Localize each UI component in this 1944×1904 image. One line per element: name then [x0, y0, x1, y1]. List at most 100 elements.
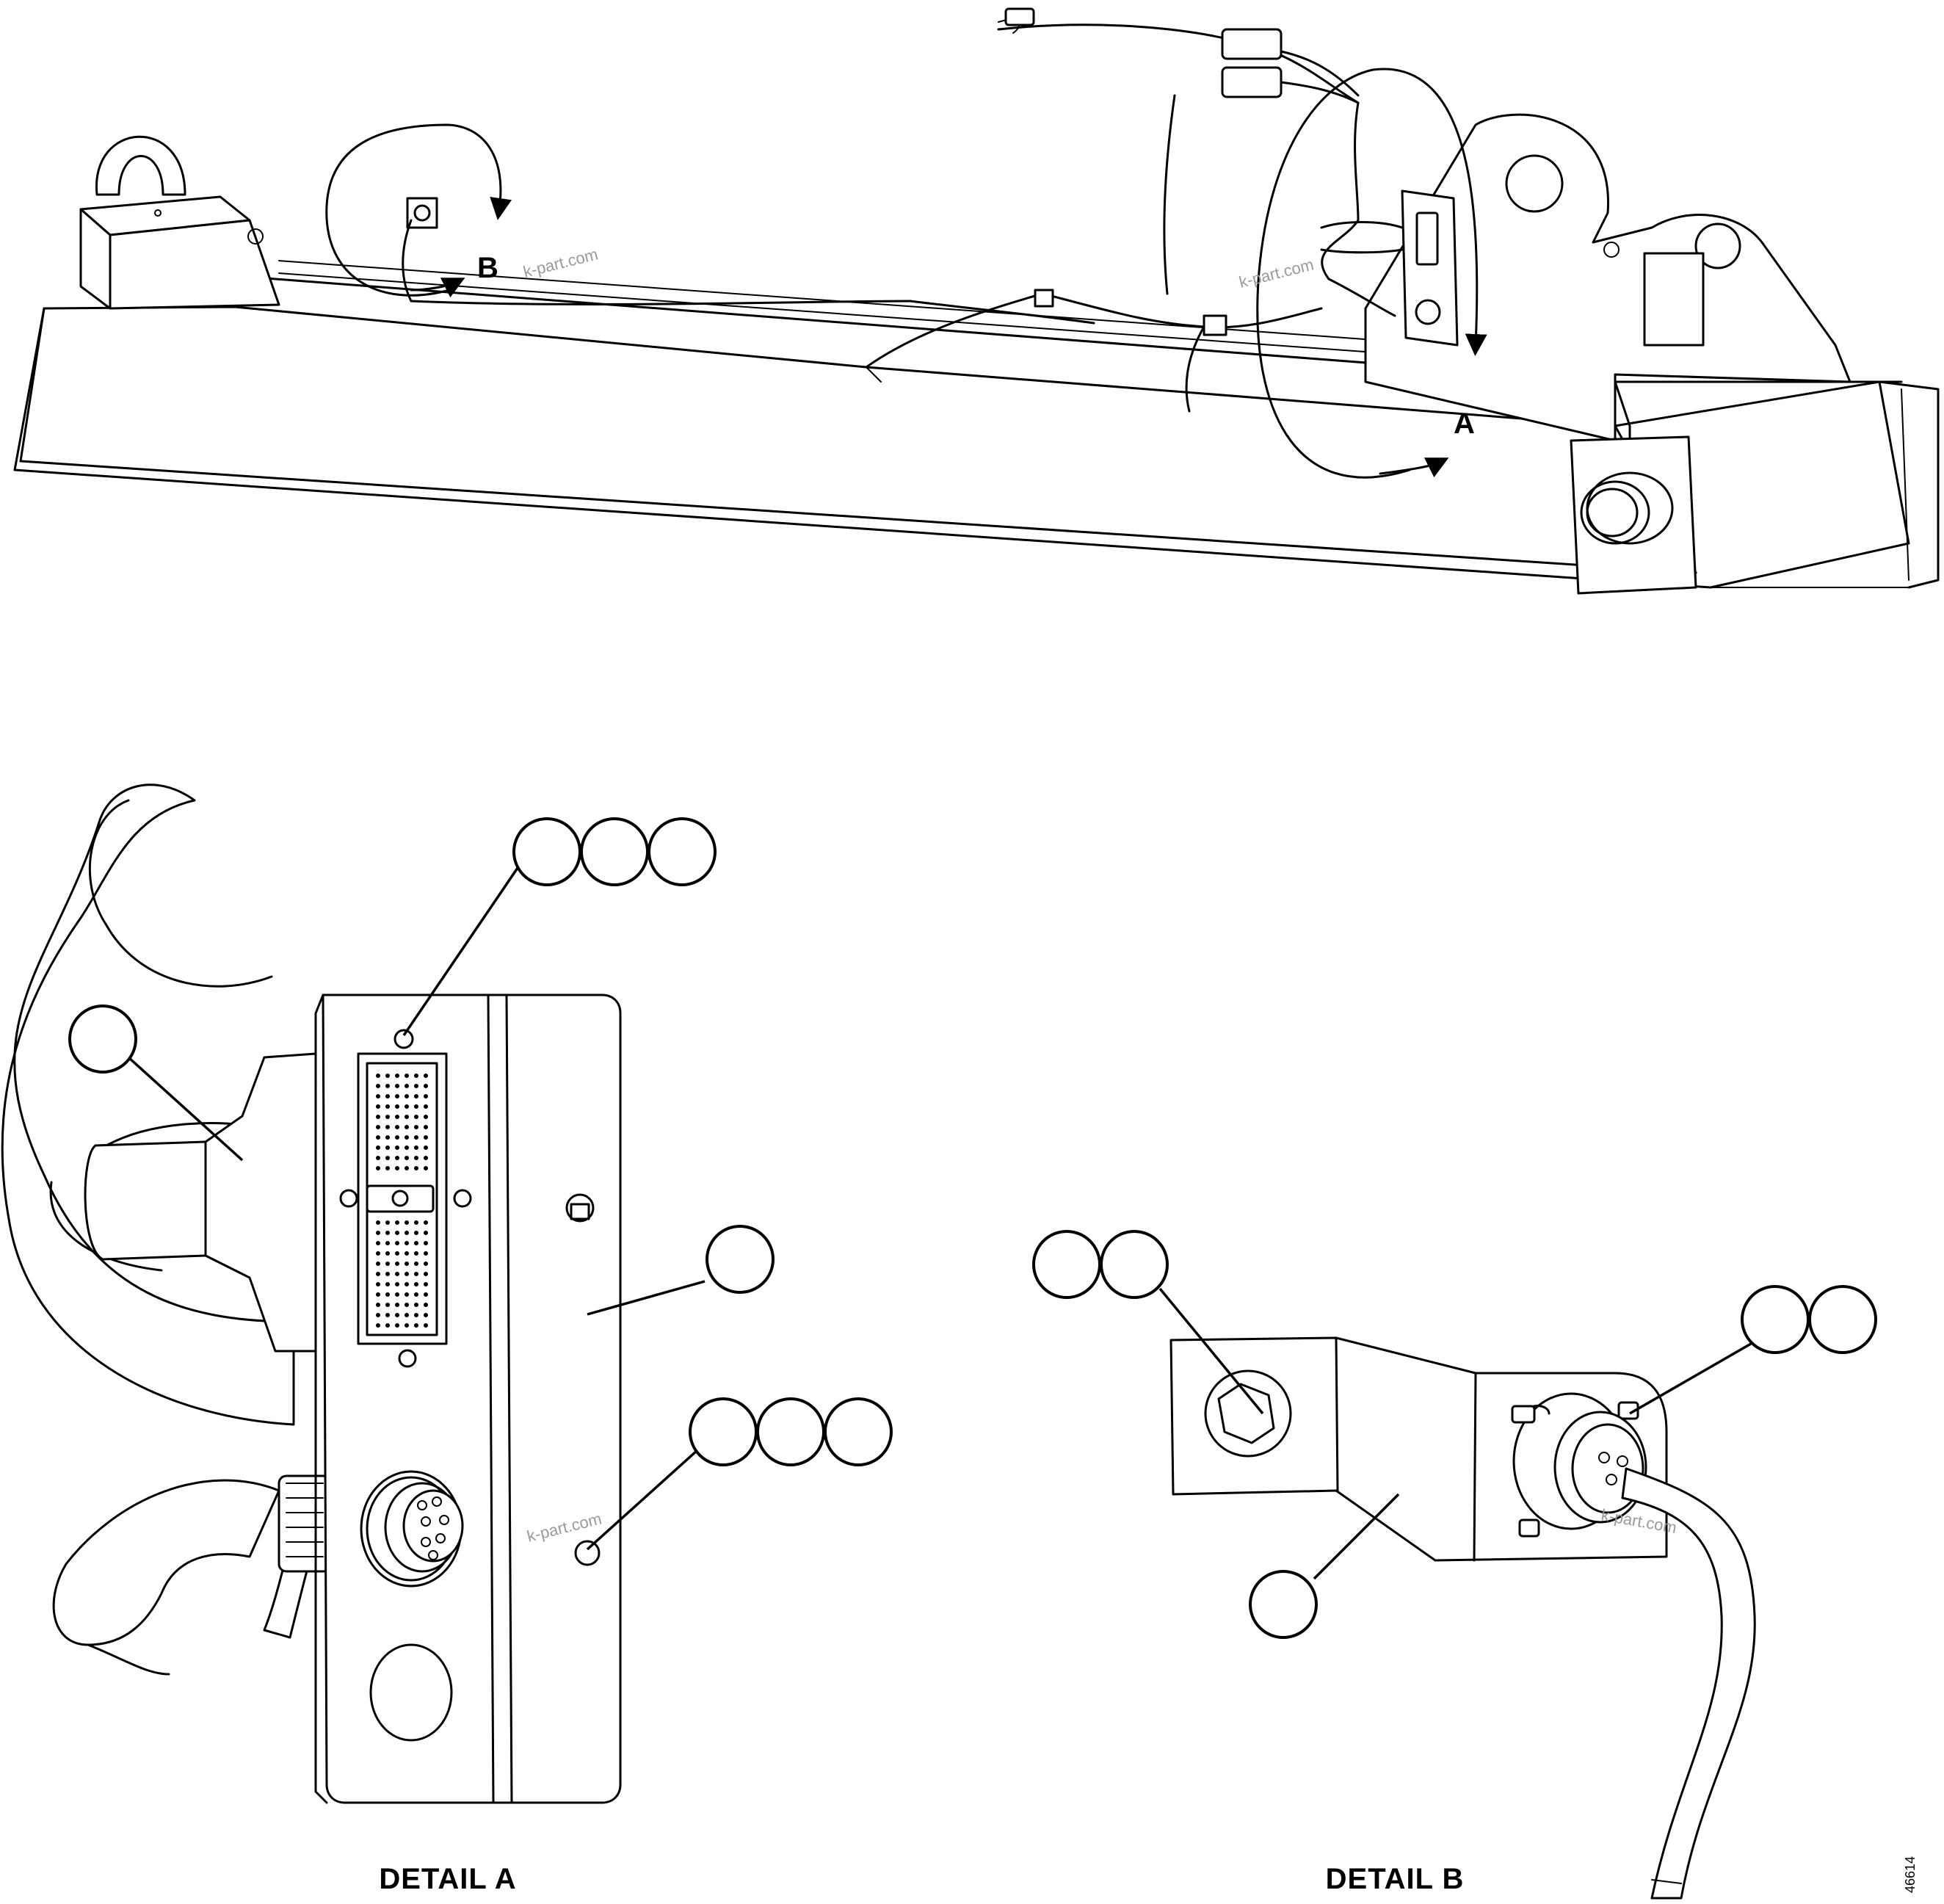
- connector-pin: [395, 1145, 399, 1150]
- connector-pin: [405, 1084, 409, 1088]
- connector-pin: [385, 1145, 390, 1150]
- connector-pin: [405, 1323, 409, 1328]
- connector-pin: [424, 1084, 428, 1088]
- connector-pin: [376, 1135, 380, 1140]
- connector-pin: [405, 1156, 409, 1160]
- connector-pin: [424, 1104, 428, 1109]
- connector-pin: [385, 1084, 390, 1088]
- connector-pin: [385, 1094, 390, 1098]
- connector-pin: [376, 1272, 380, 1276]
- connector-pin: [395, 1084, 399, 1088]
- connector-pin: [405, 1104, 409, 1109]
- connector-pin: [414, 1323, 418, 1328]
- connector-pin: [424, 1166, 428, 1170]
- connector-pin: [424, 1125, 428, 1129]
- connector-pin: [385, 1166, 390, 1170]
- connector-pin: [376, 1166, 380, 1170]
- connector-pin: [395, 1241, 399, 1245]
- connector-pin: [405, 1145, 409, 1150]
- connector-pin: [414, 1135, 418, 1140]
- connector-pin: [405, 1282, 409, 1286]
- view-circle-b: B: [325, 123, 512, 298]
- connector-pin: [395, 1166, 399, 1170]
- connector-pin: [395, 1156, 399, 1160]
- connector-pin: [395, 1323, 399, 1328]
- connector-pin: [405, 1220, 409, 1225]
- connector-pin: [395, 1292, 399, 1297]
- connector-pin: [405, 1231, 409, 1235]
- connector-pin: [376, 1262, 380, 1266]
- pivot-bracket: [1364, 113, 1851, 595]
- connector-pin: [376, 1241, 380, 1245]
- connector-pin: [424, 1220, 428, 1225]
- connector-pin: [405, 1074, 409, 1078]
- connector-pin: [385, 1074, 390, 1078]
- connector-pin: [376, 1125, 380, 1129]
- connector-pin: [385, 1220, 390, 1225]
- connector-pin: [376, 1220, 380, 1225]
- connector-pin: [424, 1156, 428, 1160]
- connector-pin: [424, 1231, 428, 1235]
- connector-pin: [385, 1262, 390, 1266]
- connector-pin: [414, 1104, 418, 1109]
- connector-pin: [395, 1313, 399, 1317]
- connector-pin: [414, 1251, 418, 1256]
- connector-pin: [376, 1084, 380, 1088]
- detail-a-caption: DETAIL A: [379, 1863, 516, 1895]
- connector-pin: [376, 1104, 380, 1109]
- connector-pin: [424, 1313, 428, 1317]
- connector-pin: [405, 1135, 409, 1140]
- connector-pin: [376, 1156, 380, 1160]
- connector-pin: [414, 1084, 418, 1088]
- connector-pin: [414, 1303, 418, 1307]
- connector-pin: [414, 1220, 418, 1225]
- connector-pin: [424, 1074, 428, 1078]
- connector-pin: [424, 1251, 428, 1256]
- connector-pin: [385, 1135, 390, 1140]
- connector-pin: [395, 1135, 399, 1140]
- connector-pin: [405, 1292, 409, 1297]
- connector-pin: [405, 1115, 409, 1119]
- connector-pin: [385, 1241, 390, 1245]
- connector-pin: [414, 1241, 418, 1245]
- view-b-label: B: [477, 252, 498, 284]
- connector-pin: [405, 1166, 409, 1170]
- connector-pin: [395, 1231, 399, 1235]
- drawing-number: 46614: [1903, 1856, 1918, 1893]
- connector-pin: [414, 1115, 418, 1119]
- connector-pin: [395, 1303, 399, 1307]
- connector-pin: [385, 1125, 390, 1129]
- connector-pin: [395, 1115, 399, 1119]
- connector-pin: [376, 1115, 380, 1119]
- connector-pin: [385, 1282, 390, 1286]
- connector-pin: [385, 1156, 390, 1160]
- connector-pin: [385, 1251, 390, 1256]
- connector-pin: [424, 1262, 428, 1266]
- connector-pin: [376, 1145, 380, 1150]
- connector-pin: [376, 1303, 380, 1307]
- watermark: k-part.com: [521, 245, 600, 280]
- connector-pin: [385, 1303, 390, 1307]
- connector-pin: [395, 1094, 399, 1098]
- connector-pin: [385, 1104, 390, 1109]
- connector-pin: [385, 1323, 390, 1328]
- connector-pin: [376, 1313, 380, 1317]
- connector-pin: [424, 1292, 428, 1297]
- connector-pin: [424, 1272, 428, 1276]
- connector-pin: [424, 1094, 428, 1098]
- connector-pin: [385, 1115, 390, 1119]
- connector-pin: [405, 1272, 409, 1276]
- connector-pin: [424, 1115, 428, 1119]
- connector-pin: [414, 1166, 418, 1170]
- connector-pin: [405, 1125, 409, 1129]
- connector-pin: [424, 1323, 428, 1328]
- connector-pin: [405, 1094, 409, 1098]
- connector-pin: [414, 1094, 418, 1098]
- connector-pin: [424, 1135, 428, 1140]
- connector-pin: [395, 1251, 399, 1256]
- connector-pin: [395, 1220, 399, 1225]
- view-circle-a: A: [1256, 68, 1487, 479]
- connector-pin: [385, 1313, 390, 1317]
- view-a-label: A: [1454, 408, 1475, 440]
- connector-pin: [414, 1282, 418, 1286]
